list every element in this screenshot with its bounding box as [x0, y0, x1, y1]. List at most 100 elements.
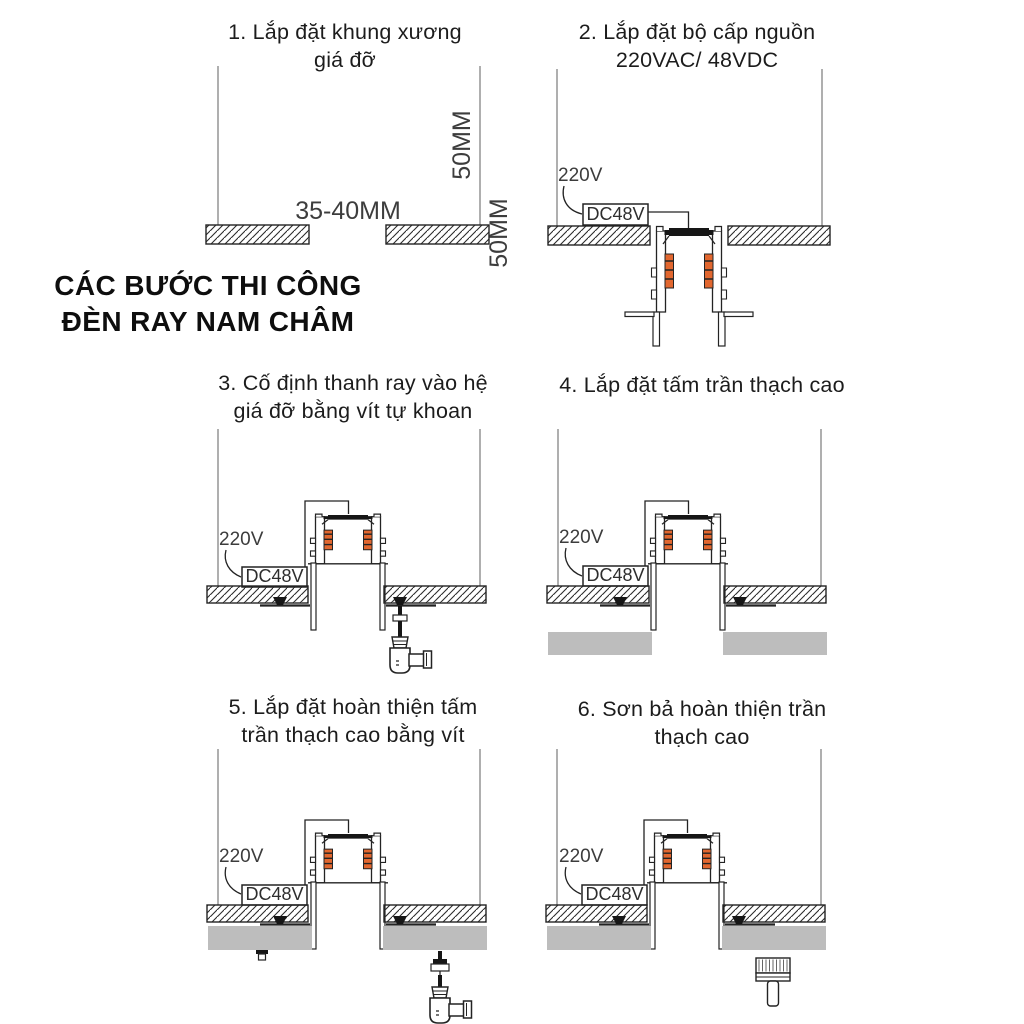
hatched-bracket-bar	[205, 224, 310, 245]
feed-wire	[648, 211, 690, 229]
step-4-title-line1: 4. Lắp đặt tấm trần thạch cao	[559, 373, 845, 397]
leader-line	[564, 547, 583, 577]
hatched-bracket-bar	[206, 904, 309, 923]
screw-washer	[392, 614, 408, 622]
step-5-diagram: 220V DC48V	[206, 749, 487, 1024]
psu-label: DC48V	[245, 566, 303, 586]
psu-box	[582, 203, 649, 226]
track-cross-section	[649, 513, 727, 565]
hatched-bracket-bar	[206, 585, 309, 604]
ceiling-panel	[722, 926, 826, 950]
screw-shaft	[398, 606, 402, 615]
psu-label: DC48V	[586, 204, 644, 224]
step-2-title-line1: 2. Lắp đặt bộ cấp nguồn	[578, 20, 816, 44]
hatched-bracket-bar	[723, 585, 827, 604]
screw-icon	[393, 916, 407, 924]
screw-icon	[612, 916, 626, 924]
screw-icon	[613, 597, 627, 605]
track-wing	[624, 311, 655, 318]
trim-flange	[310, 562, 317, 631]
track-cross-section	[309, 513, 387, 565]
ceiling-panel	[547, 926, 651, 950]
panel-screw	[257, 953, 267, 961]
mount-bracket	[643, 819, 689, 905]
paintbrush-icon	[755, 957, 791, 1007]
main-title-line1: CÁC BƯỚC THI CÔNG	[54, 270, 362, 301]
screw-icon	[393, 597, 407, 605]
panel-screw	[256, 950, 268, 954]
trim-flange	[310, 881, 317, 950]
step-3-title: 3. Cố định thanh ray vào hệ giá đỡ bằng …	[188, 369, 518, 426]
main-title: CÁC BƯỚC THI CÔNG ĐÈN RAY NAM CHÂM	[36, 268, 380, 341]
mains-label: 220V	[559, 527, 604, 548]
step-1-title: 1. Lắp đặt khung xương giá đỡ	[195, 18, 495, 75]
screw-head	[433, 959, 447, 964]
mount-bracket	[644, 500, 690, 586]
mains-label: 220V	[559, 846, 604, 867]
screw-icon	[273, 916, 287, 924]
screw-icon	[732, 916, 746, 924]
step-6-title-line1: 6. Sơn bả hoàn thiện trần	[577, 697, 827, 721]
step-3-diagram: 220V DC48V	[206, 429, 487, 674]
step-5-title-line1: 5. Lắp đặt hoàn thiện tấm	[228, 695, 478, 719]
mains-label: 220V	[558, 165, 603, 186]
psu-label: DC48V	[585, 884, 643, 904]
hatched-bracket-bar	[385, 224, 490, 245]
step-1-title-line1: 1. Lắp đặt khung xương	[228, 20, 462, 44]
hatched-bracket-bar	[545, 904, 648, 923]
screw-washer	[430, 963, 450, 972]
screw-shaft	[438, 951, 442, 960]
psu-label: DC48V	[245, 884, 303, 904]
trim-flange	[649, 881, 656, 950]
step-2-title-line2: 220VAC/ 48VDC	[615, 48, 779, 73]
step-3-title-line2: giá đỡ bằng vít tự khoan	[233, 399, 473, 424]
hatched-bracket-bar	[383, 585, 487, 604]
gap-width-label: 35-40MM	[295, 197, 401, 225]
drop-depth-label: 50MM	[485, 198, 513, 267]
step-6-title-line2: thạch cao	[654, 725, 750, 750]
step-5-title: 5. Lắp đặt hoàn thiện tấm trần thạch cao…	[188, 693, 518, 750]
track-wing	[723, 311, 754, 318]
mount-bracket	[304, 500, 350, 586]
track-cross-section	[650, 225, 728, 313]
hatched-bracket-bar	[727, 225, 831, 246]
step-3-title-line1: 3. Cố định thanh ray vào hệ	[218, 371, 488, 395]
screw-icon	[273, 597, 287, 605]
drill-icon	[429, 974, 473, 1024]
screw-icon	[733, 597, 747, 605]
hatched-bracket-bar	[383, 904, 487, 923]
mains-label: 220V	[219, 529, 264, 550]
hatched-bracket-bar	[722, 904, 826, 923]
track-cross-section	[309, 832, 387, 884]
step-6-diagram: 220V DC48V	[545, 749, 826, 1007]
ceiling-panel	[208, 926, 312, 950]
psu-label: DC48V	[586, 565, 644, 585]
main-title-line2: ĐÈN RAY NAM CHÂM	[61, 306, 355, 338]
step-1-diagram: 35-40MM 50MM 50MM	[205, 66, 513, 268]
trim-flange	[650, 562, 657, 631]
mains-label: 220V	[219, 846, 264, 867]
leader-line	[224, 866, 242, 895]
track-leg	[652, 311, 661, 347]
track-cross-section	[648, 832, 726, 884]
step-4-title: 4. Lắp đặt tấm trần thạch cao	[542, 371, 862, 399]
step-5-title-line2: trần thạch cao bằng vít	[241, 723, 465, 748]
rod-length-label: 50MM	[448, 110, 476, 179]
step-6-title: 6. Sơn bả hoàn thiện trần thạch cao	[542, 695, 862, 752]
leader-line	[224, 549, 242, 578]
step-2-title: 2. Lắp đặt bộ cấp nguồn 220VAC/ 48VDC	[542, 18, 852, 75]
mount-bracket	[304, 819, 350, 905]
leader-line	[562, 185, 583, 215]
ceiling-panel	[383, 926, 487, 950]
hatched-bracket-bar	[546, 585, 650, 604]
step-2-diagram: 220V DC48V	[547, 69, 831, 347]
drill-icon	[389, 624, 433, 674]
ceiling-panel	[723, 632, 827, 655]
track-leg	[717, 311, 726, 347]
leader-line	[564, 866, 582, 895]
step-1-title-line2: giá đỡ	[314, 48, 376, 73]
ceiling-panel	[548, 632, 652, 655]
step-4-diagram: 220V DC48V	[546, 429, 827, 655]
screw-shaft	[398, 621, 402, 625]
